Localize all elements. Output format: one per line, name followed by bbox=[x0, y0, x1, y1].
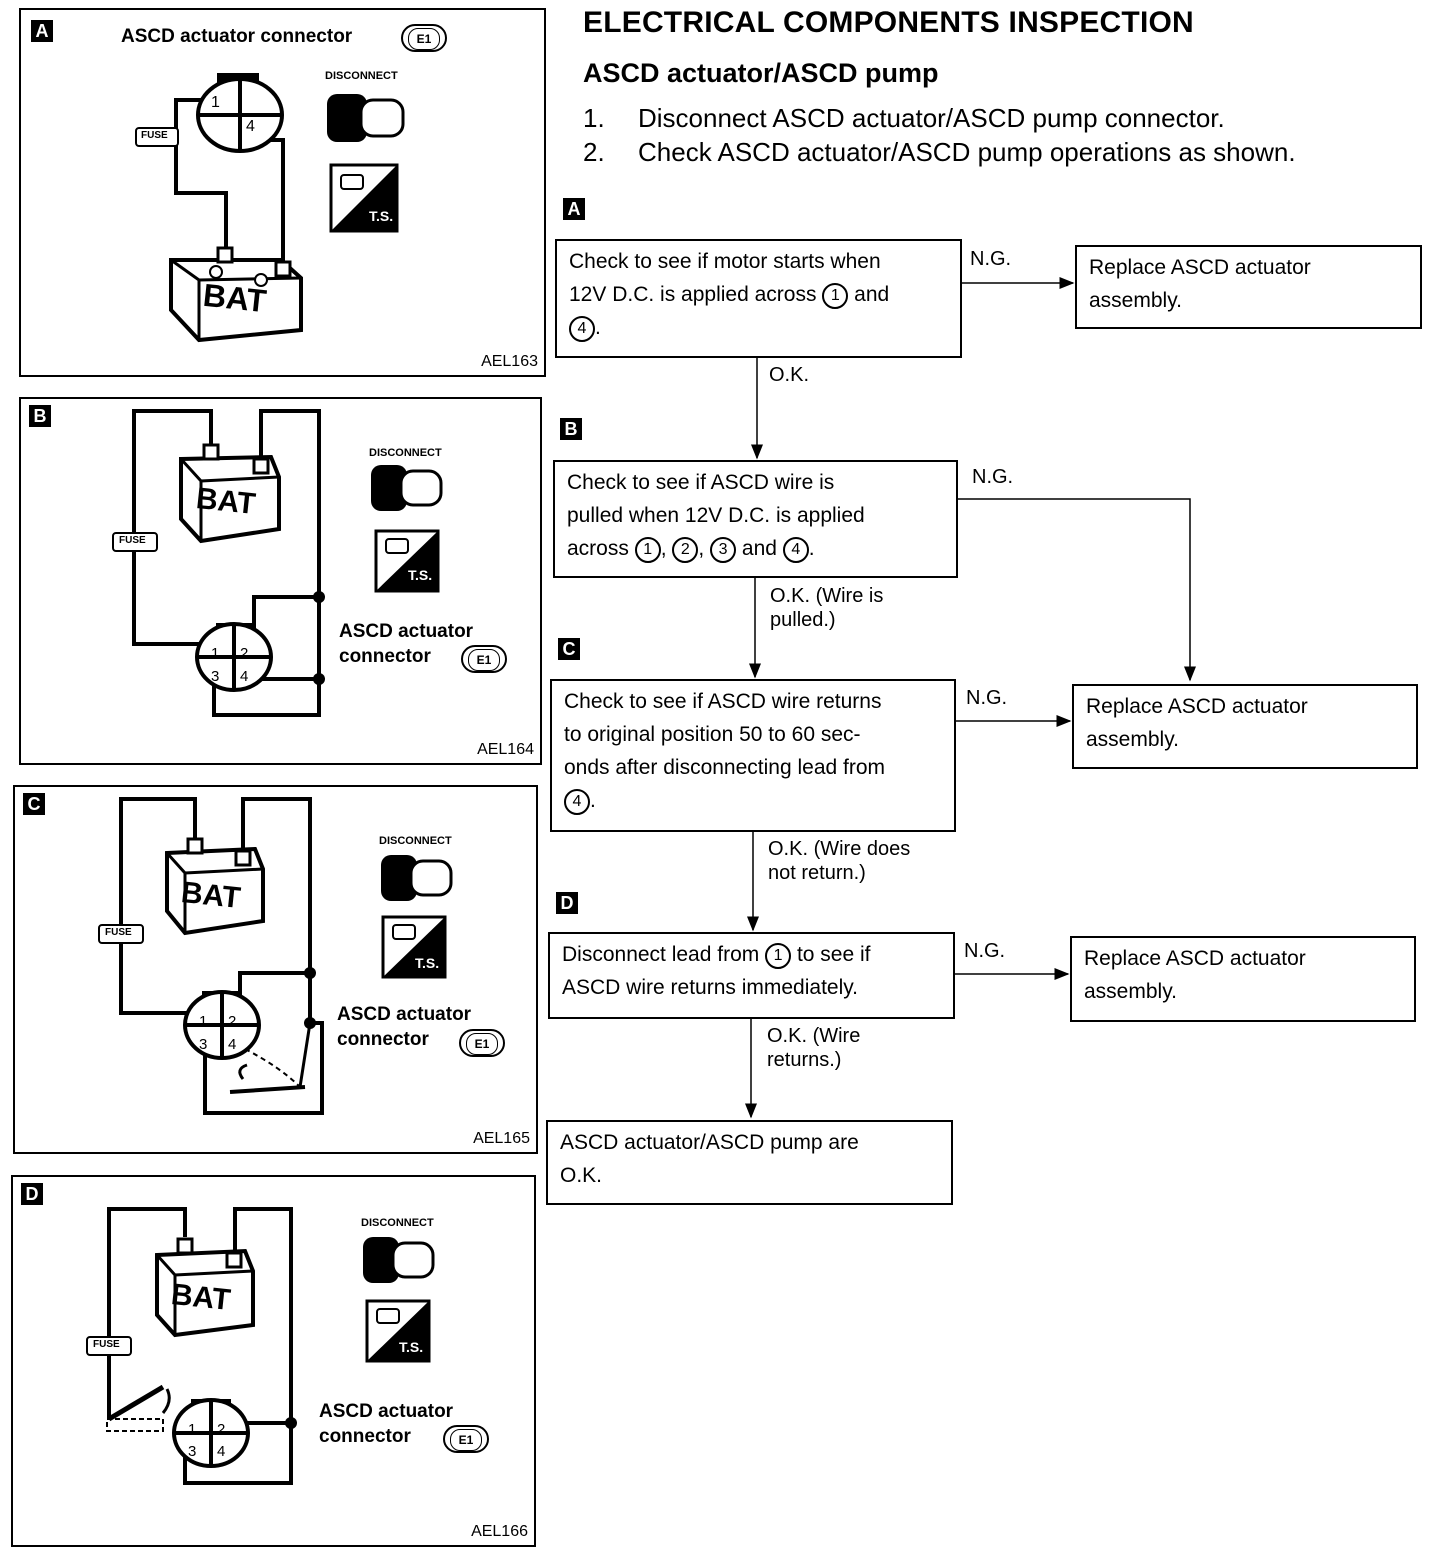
ok-label: O.K. bbox=[769, 364, 810, 386]
pin-label: 4 bbox=[246, 118, 255, 135]
pin-1-icon: 1 bbox=[634, 537, 661, 563]
ts-label: T.S. bbox=[415, 955, 440, 971]
battery-label: BAT bbox=[179, 875, 243, 916]
battery-label: BAT bbox=[194, 481, 258, 522]
ts-label: T.S. bbox=[408, 567, 433, 583]
pin-label: 1 bbox=[211, 94, 220, 111]
diagram-panel-a: A ASCD actuator connector E1 1 4 FUSE BA… bbox=[19, 8, 546, 377]
diagram-panel-d: D 1 2 3 4 FUSE BAT DISCONNECT T.S. ASCD … bbox=[11, 1175, 536, 1547]
step-tag: B bbox=[560, 418, 582, 440]
diagram-panel-b: B 1 2 3 4 FUSE BAT DISCONNECT T.S. ASCD … bbox=[19, 397, 542, 765]
pin-1-icon: 1 bbox=[822, 283, 849, 309]
pin-label: 3 bbox=[188, 1443, 197, 1460]
pin-4-icon: 4 bbox=[564, 789, 590, 815]
fuse-label: FUSE bbox=[119, 535, 146, 546]
fuse-label: FUSE bbox=[105, 927, 132, 938]
wiring-diagram-b bbox=[112, 409, 443, 717]
instruction-step: 1.Disconnect ASCD actuator/ASCD pump con… bbox=[583, 103, 1225, 133]
section-title: ASCD actuator/ASCD pump bbox=[583, 58, 939, 88]
step-tag: C bbox=[558, 638, 580, 660]
ng-label: N.G. bbox=[972, 466, 1014, 488]
pin-2-icon: 2 bbox=[672, 537, 699, 563]
pin-label: 4 bbox=[240, 668, 249, 685]
disconnect-label: DISCONNECT bbox=[369, 447, 442, 459]
ng-label: N.G. bbox=[964, 940, 1006, 962]
panel-label: ASCD actuator connector bbox=[121, 26, 353, 47]
disconnect-label: DISCONNECT bbox=[361, 1217, 434, 1229]
battery-label: BAT bbox=[169, 1277, 233, 1318]
figure-code: AEL166 bbox=[471, 1523, 528, 1540]
step-tag: D bbox=[556, 892, 578, 914]
pin-label: 2 bbox=[240, 645, 249, 662]
pin-label: 4 bbox=[217, 1443, 226, 1460]
check-box-b: Check to see if ASCD wire is pulled when… bbox=[553, 460, 958, 578]
pin-3-icon: 3 bbox=[710, 537, 737, 563]
pin-label: 2 bbox=[228, 1013, 237, 1030]
page-title: ELECTRICAL COMPONENTS INSPECTION bbox=[583, 6, 1194, 39]
disconnect-label: DISCONNECT bbox=[379, 835, 452, 847]
connector-e1-icon: E1 bbox=[401, 24, 447, 52]
pin-4-icon: 4 bbox=[782, 537, 809, 563]
check-box-a: Check to see if motor starts when 12V D.… bbox=[555, 239, 962, 358]
pin-label: 1 bbox=[199, 1013, 208, 1030]
panel-tag: D bbox=[21, 1183, 43, 1205]
pin-1-icon: 1 bbox=[765, 943, 792, 969]
wiring-diagram-d bbox=[86, 1207, 435, 1485]
check-box-c: Check to see if ASCD wire returns to ori… bbox=[550, 679, 956, 832]
pin-label: 3 bbox=[211, 668, 220, 685]
diagram-panel-c: C 1 2 3 4 FUSE BAT DISCONNECT T.S. ASCD … bbox=[13, 785, 538, 1154]
figure-code: AEL165 bbox=[473, 1130, 530, 1147]
fuse-label: FUSE bbox=[93, 1339, 120, 1350]
step-tag: A bbox=[563, 198, 585, 220]
panel-tag: A bbox=[31, 20, 53, 42]
ts-label: T.S. bbox=[399, 1339, 424, 1355]
ts-label: T.S. bbox=[369, 208, 394, 224]
ng-label: N.G. bbox=[970, 248, 1012, 270]
ng-label: N.G. bbox=[966, 687, 1008, 709]
pin-label: 1 bbox=[188, 1421, 197, 1438]
connector-e1-icon: E1 bbox=[461, 645, 507, 673]
pin-label: 3 bbox=[199, 1036, 208, 1053]
disconnect-label: DISCONNECT bbox=[325, 70, 398, 82]
figure-code: AEL164 bbox=[477, 741, 534, 758]
instruction-step: 2.Check ASCD actuator/ASCD pump operatio… bbox=[583, 137, 1296, 167]
battery-label: BAT bbox=[201, 276, 269, 320]
wiring-diagram-c bbox=[98, 797, 453, 1115]
pin-4-icon: 4 bbox=[569, 316, 595, 342]
figure-code: AEL163 bbox=[481, 353, 538, 370]
pin-label: 4 bbox=[228, 1036, 237, 1053]
wiring-diagram-a bbox=[135, 73, 405, 343]
panel-tag: C bbox=[23, 793, 45, 815]
check-box-d: Disconnect lead from 1 to see if ASCD wi… bbox=[548, 932, 955, 1019]
pin-label: 2 bbox=[217, 1421, 226, 1438]
connector-e1-icon: E1 bbox=[443, 1425, 489, 1453]
panel-tag: B bbox=[29, 405, 51, 427]
pin-label: 1 bbox=[211, 645, 220, 662]
connector-e1-icon: E1 bbox=[459, 1029, 505, 1057]
fuse-label: FUSE bbox=[141, 130, 168, 141]
